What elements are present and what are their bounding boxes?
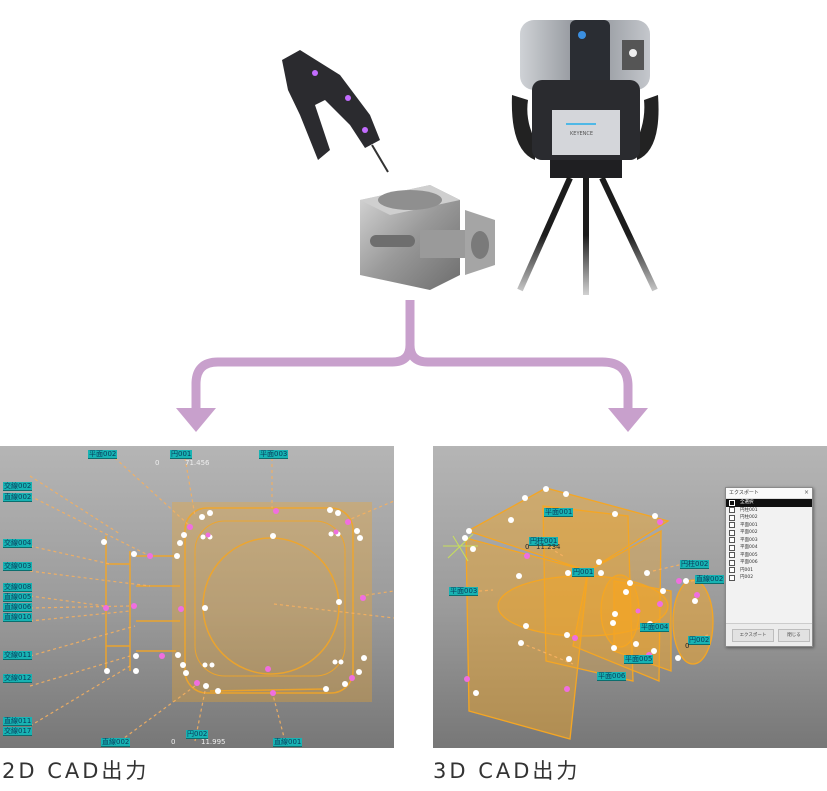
feature-tag[interactable]: 交線004 bbox=[3, 539, 33, 548]
checkbox-icon[interactable] bbox=[729, 507, 735, 514]
close-icon[interactable]: × bbox=[803, 489, 809, 496]
feature-tag[interactable]: 円柱001 bbox=[529, 537, 559, 546]
value-label: 0 bbox=[155, 459, 160, 467]
export-item-label: 平面004 bbox=[740, 545, 758, 550]
value-label: 0 bbox=[525, 543, 530, 551]
cad-3d-viewport[interactable]: 平面001 円柱001 円001 平面003 円柱002 直線002 平面004… bbox=[433, 446, 827, 748]
feature-tag[interactable]: 交線017 bbox=[3, 727, 33, 736]
export-item[interactable]: 円柱002 bbox=[726, 514, 812, 522]
caption-3d-cad: 3D CAD出力 bbox=[433, 759, 581, 783]
checkbox-icon[interactable] bbox=[729, 559, 735, 566]
cad-3d-drawing bbox=[443, 486, 719, 740]
flow-arrows bbox=[176, 300, 648, 432]
export-item[interactable]: 平面001 bbox=[726, 522, 812, 530]
export-dialog: エクスポート × 全選択 円柱001 円柱002 平面001 平面002 平面0… bbox=[725, 487, 813, 647]
feature-tag[interactable]: 交線011 bbox=[3, 651, 33, 660]
feature-tag[interactable]: 交線003 bbox=[3, 562, 33, 571]
value-label: 11.995 bbox=[201, 738, 226, 746]
caption-2d-cad: 2D CAD出力 bbox=[2, 759, 150, 783]
feature-tag[interactable]: 交線008 bbox=[3, 583, 33, 592]
feature-tag[interactable]: 円柱002 bbox=[680, 560, 710, 569]
export-item[interactable]: 平面004 bbox=[726, 544, 812, 552]
export-item[interactable]: 円002 bbox=[726, 574, 812, 582]
product-hero-image: KEYENCE bbox=[270, 20, 670, 310]
dialog-title-bar: エクスポート × bbox=[726, 488, 812, 499]
feature-tag[interactable]: 平面004 bbox=[640, 623, 670, 632]
export-item[interactable]: 平面005 bbox=[726, 552, 812, 560]
tracker-head-icon: KEYENCE bbox=[500, 20, 670, 310]
feature-tag[interactable]: 平面001 bbox=[544, 508, 574, 517]
handheld-probe-icon bbox=[282, 50, 389, 173]
value-label: 11.234 bbox=[536, 543, 561, 551]
feature-tag[interactable]: 円001 bbox=[572, 568, 595, 577]
export-item-list: 全選択 円柱001 円柱002 平面001 平面002 平面003 平面004 … bbox=[726, 499, 812, 582]
feature-tag[interactable]: 直線011 bbox=[3, 717, 33, 726]
export-item-label: 円柱001 bbox=[740, 507, 758, 513]
export-item[interactable]: 全選択 bbox=[726, 499, 812, 507]
feature-tag[interactable]: 直線010 bbox=[3, 613, 33, 622]
feature-tag[interactable]: 平面002 bbox=[88, 450, 118, 459]
feature-tag[interactable]: 円002 bbox=[688, 636, 711, 645]
feature-tag[interactable]: 平面003 bbox=[259, 450, 289, 459]
feature-tag[interactable]: 平面005 bbox=[624, 655, 654, 664]
axis-origin-icon bbox=[443, 533, 478, 562]
feature-tag[interactable]: 直線002 bbox=[3, 493, 33, 502]
feature-tag[interactable]: 直線006 bbox=[3, 603, 33, 612]
export-item[interactable]: 円柱001 bbox=[726, 507, 812, 515]
checkbox-icon[interactable] bbox=[729, 499, 735, 506]
export-item-label: 全選択 bbox=[740, 500, 754, 505]
checkbox-icon[interactable] bbox=[729, 574, 735, 581]
checkbox-icon[interactable] bbox=[729, 529, 735, 536]
checkbox-icon[interactable] bbox=[729, 552, 735, 559]
export-item-label: 平面003 bbox=[740, 537, 758, 543]
feature-tag[interactable]: 円001 bbox=[170, 450, 193, 459]
machined-part-icon bbox=[360, 185, 495, 290]
export-item-label: 円002 bbox=[740, 575, 754, 580]
feature-tag[interactable]: 直線005 bbox=[3, 593, 33, 602]
feature-tag[interactable]: 平面003 bbox=[449, 587, 479, 596]
export-item-label: 平面006 bbox=[740, 560, 758, 565]
cad-2d-drawing bbox=[29, 457, 394, 742]
export-item[interactable]: 円001 bbox=[726, 567, 812, 575]
export-item-label: 平面005 bbox=[740, 552, 758, 558]
checkbox-icon[interactable] bbox=[729, 544, 735, 551]
cad-2d-viewport[interactable]: 平面002 円001 平面003 0 71.456 交線002 直線002 交線… bbox=[0, 446, 394, 748]
export-item-label: 円001 bbox=[740, 567, 754, 573]
feature-tag[interactable]: 円002 bbox=[186, 730, 209, 739]
export-button[interactable]: エクスポート bbox=[732, 629, 774, 642]
checkbox-icon[interactable] bbox=[729, 514, 735, 521]
arrow-head-right-icon bbox=[608, 408, 648, 432]
feature-tag[interactable]: 平面006 bbox=[597, 672, 627, 681]
brand-label: KEYENCE bbox=[570, 131, 593, 137]
export-item[interactable]: 平面006 bbox=[726, 559, 812, 567]
export-item-label: 平面001 bbox=[740, 522, 758, 528]
feature-tag[interactable]: 直線002 bbox=[695, 575, 725, 584]
arrow-head-left-icon bbox=[176, 408, 216, 432]
checkbox-icon[interactable] bbox=[729, 567, 735, 574]
close-button[interactable]: 閉じる bbox=[778, 629, 810, 642]
value-label: 71.456 bbox=[185, 459, 210, 467]
dialog-title: エクスポート bbox=[729, 490, 759, 496]
feature-tag[interactable]: 交線002 bbox=[3, 482, 33, 491]
export-item-label: 平面002 bbox=[740, 530, 758, 535]
checkbox-icon[interactable] bbox=[729, 537, 735, 544]
feature-tag[interactable]: 直線001 bbox=[273, 738, 303, 747]
feature-tag[interactable]: 直線002 bbox=[101, 738, 131, 747]
value-label: 0 bbox=[685, 642, 690, 650]
split-arrow-icon bbox=[176, 300, 648, 432]
export-item-label: 円柱002 bbox=[740, 515, 758, 520]
export-item[interactable]: 平面003 bbox=[726, 537, 812, 545]
export-item[interactable]: 平面002 bbox=[726, 529, 812, 537]
product-illustration: KEYENCE bbox=[282, 20, 670, 310]
feature-tag[interactable]: 交線012 bbox=[3, 674, 33, 683]
checkbox-icon[interactable] bbox=[729, 522, 735, 529]
dialog-footer: エクスポート 閉じる bbox=[726, 623, 812, 646]
value-label: 0 bbox=[171, 738, 176, 746]
